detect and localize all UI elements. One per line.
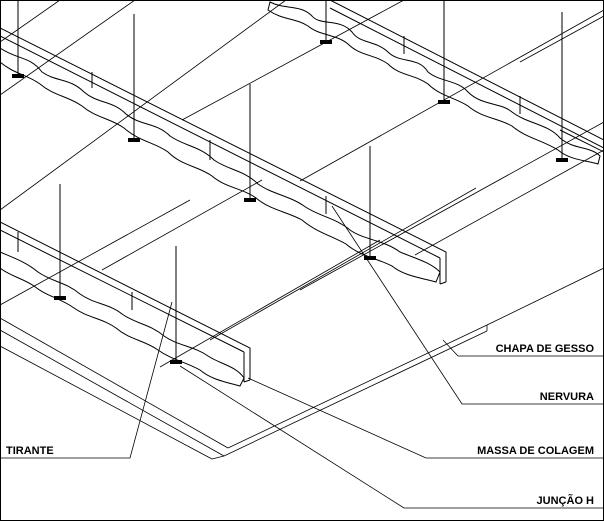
label-chapa-de-gesso: CHAPA DE GESSO <box>496 343 595 355</box>
leader-lines <box>0 205 604 509</box>
adhesive-mass <box>0 1 601 387</box>
hangers <box>12 0 568 364</box>
label-tirante: TIRANTE <box>6 445 54 457</box>
label-massa-de-colagem: MASSA DE COLAGEM <box>477 445 594 457</box>
ribs <box>0 0 604 383</box>
plasterboard-grid <box>0 0 604 460</box>
label-juncao-h: JUNÇÃO H <box>537 494 595 507</box>
label-nervura: NERVURA <box>540 391 594 403</box>
